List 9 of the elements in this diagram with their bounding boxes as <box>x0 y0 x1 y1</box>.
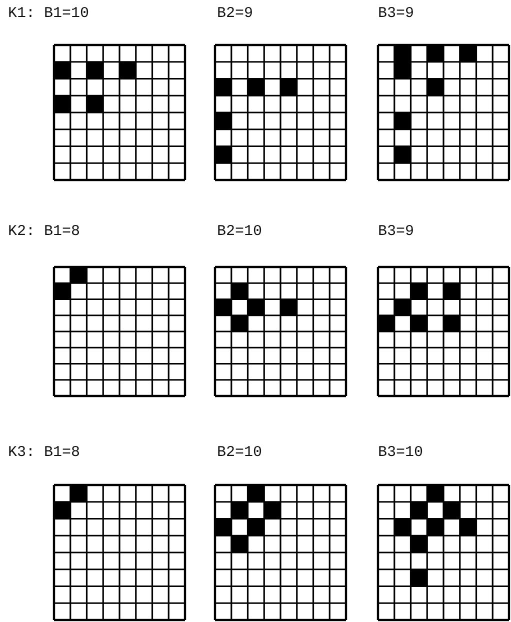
grid-caption: B2=9 <box>217 5 254 23</box>
grid-caption: K3: B1=8 <box>8 444 80 462</box>
grid-caption: B3=10 <box>378 444 424 462</box>
grid-caption: B2=10 <box>217 444 262 462</box>
grid-caption: K1: B1=10 <box>8 5 90 23</box>
grid-caption: B3=9 <box>378 5 414 23</box>
grid-caption: K2: B1=8 <box>8 223 80 241</box>
grid-caption: B3=9 <box>378 223 414 241</box>
grid-caption: B2=10 <box>217 223 262 241</box>
